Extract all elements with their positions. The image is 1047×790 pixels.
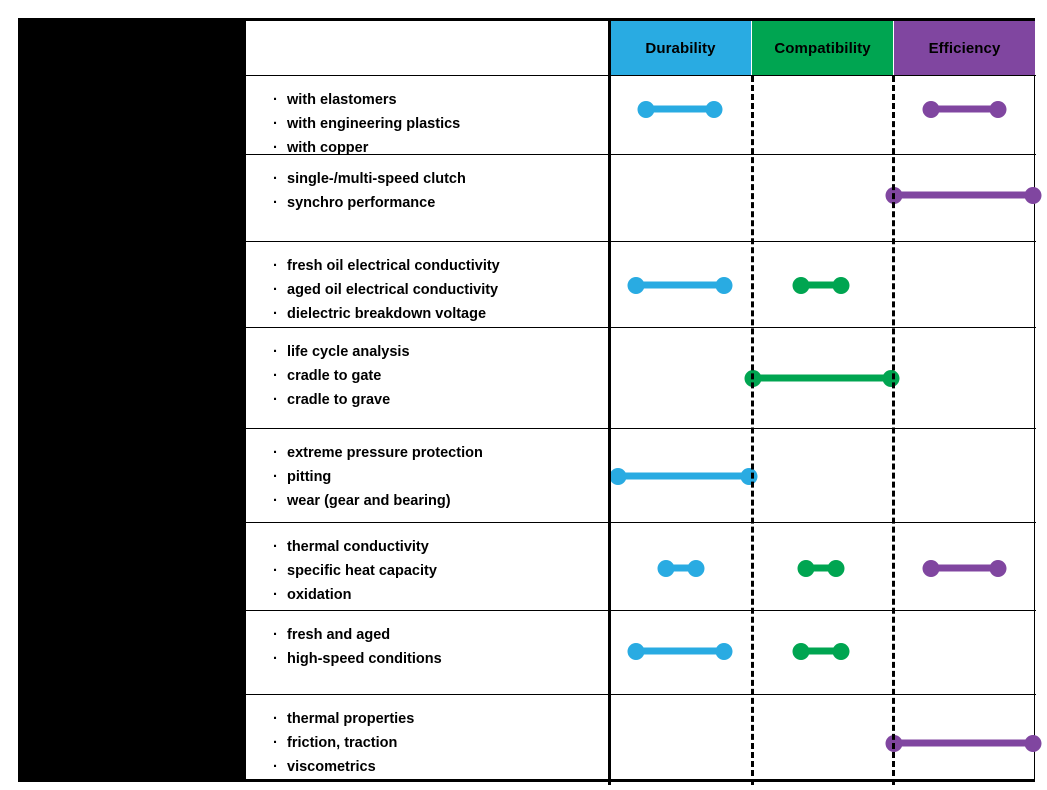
column-header-compatibility[interactable]: Compatibility	[752, 21, 893, 75]
requirements-matrix-table: Durability Compatibility Efficiency with…	[245, 18, 1042, 785]
range-marker-endpoint-right	[1024, 734, 1042, 752]
column-divider-1	[751, 76, 754, 785]
column-divider-2	[892, 76, 895, 785]
table-row: fresh oil electrical conductivityaged oi…	[246, 242, 1036, 328]
row-label-cell: fresh and agedhigh-speed conditions	[246, 611, 608, 694]
row-plot-area	[609, 429, 1036, 522]
column-header-durability[interactable]: Durability	[610, 21, 751, 75]
range-marker-endpoint-left	[792, 642, 810, 660]
row-bullet-item: wear (gear and bearing)	[273, 489, 608, 513]
range-marker-endpoint-left	[792, 276, 810, 294]
range-marker	[922, 100, 1007, 118]
range-marker	[885, 734, 1042, 752]
range-marker	[744, 369, 900, 387]
table-row: thermal propertiesfriction, tractionvisc…	[246, 695, 1042, 785]
range-marker	[792, 276, 850, 294]
range-marker-endpoint-right	[827, 559, 845, 577]
row-plot-area	[609, 611, 1036, 694]
table-row: extreme pressure protectionpittingwear (…	[246, 429, 1036, 523]
row-bullet-item: fresh oil electrical conductivity	[273, 254, 608, 278]
row-bullet-item: with engineering plastics	[273, 112, 608, 136]
range-marker	[627, 276, 733, 294]
row-plot-area	[609, 695, 1042, 785]
redaction-block	[18, 18, 245, 782]
row-label-cell: thermal conductivityspecific heat capaci…	[246, 523, 608, 610]
header-label-cell	[246, 21, 609, 75]
range-marker	[609, 467, 758, 485]
row-label-cell: fresh oil electrical conductivityaged oi…	[246, 242, 608, 327]
range-marker-endpoint-right	[715, 642, 733, 660]
row-bullet-item: single-/multi-speed clutch	[273, 167, 608, 191]
range-marker-endpoint-right	[687, 559, 705, 577]
row-bullet-item: oxidation	[273, 583, 608, 607]
range-marker	[885, 186, 1042, 204]
range-marker	[657, 559, 705, 577]
row-bullet-item: thermal conductivity	[273, 535, 608, 559]
row-bullet-item: viscometrics	[273, 755, 608, 779]
row-bullet-item: extreme pressure protection	[273, 441, 608, 465]
column-header-durability-label: Durability	[645, 39, 716, 57]
row-plot-area	[609, 328, 1036, 428]
table-row: with elastomerswith engineering plastics…	[246, 76, 1036, 156]
range-marker-endpoint-right	[740, 467, 758, 485]
table-row: fresh and agedhigh-speed conditions	[246, 611, 1036, 695]
range-marker	[637, 100, 723, 118]
row-bullet-item: cradle to grave	[273, 388, 608, 412]
row-label-cell: with elastomerswith engineering plastics…	[246, 76, 608, 156]
range-marker-endpoint-right	[832, 276, 850, 294]
range-marker-endpoint-right	[1024, 186, 1042, 204]
range-marker-endpoint-left	[797, 559, 815, 577]
range-marker-endpoint-left	[922, 559, 940, 577]
row-plot-area	[609, 76, 1036, 154]
row-bullet-item: synchro performance	[273, 191, 608, 215]
table-row: thermal conductivityspecific heat capaci…	[246, 523, 1036, 611]
row-bullet-item: fresh and aged	[273, 623, 608, 647]
row-bullet-item: friction, traction	[273, 731, 608, 755]
range-marker	[797, 559, 845, 577]
range-marker-endpoint-right	[705, 100, 723, 118]
row-bullet-item: specific heat capacity	[273, 559, 608, 583]
range-marker-endpoint-left	[627, 642, 645, 660]
table-row: life cycle analysiscradle to gatecradle …	[246, 328, 1036, 429]
range-marker-endpoint-left	[609, 467, 627, 485]
row-bullet-item: pitting	[273, 465, 608, 489]
range-marker-endpoint-right	[882, 369, 900, 387]
row-bullet-item: high-speed conditions	[273, 647, 608, 671]
range-marker	[792, 642, 850, 660]
range-marker-endpoint-left	[922, 100, 940, 118]
range-marker-endpoint-left	[637, 100, 655, 118]
row-bullet-item: life cycle analysis	[273, 340, 608, 364]
column-header-efficiency-label: Efficiency	[928, 39, 1001, 57]
range-marker-endpoint-right	[715, 276, 733, 294]
table-header-row: Durability Compatibility Efficiency	[246, 21, 1036, 76]
row-label-cell: thermal propertiesfriction, tractionvisc…	[246, 695, 608, 785]
row-label-cell: life cycle analysiscradle to gatecradle …	[246, 328, 608, 428]
row-label-cell: extreme pressure protectionpittingwear (…	[246, 429, 608, 522]
range-marker-endpoint-left	[627, 276, 645, 294]
range-marker	[627, 642, 733, 660]
range-marker-endpoint-right	[832, 642, 850, 660]
row-bullet-item: dielectric breakdown voltage	[273, 302, 608, 326]
row-bullet-item: with elastomers	[273, 88, 608, 112]
range-marker	[922, 559, 1007, 577]
row-bullet-item: with copper	[273, 136, 608, 160]
column-header-efficiency[interactable]: Efficiency	[894, 21, 1035, 75]
label-plot-divider	[608, 21, 611, 785]
range-marker-endpoint-right	[989, 559, 1007, 577]
column-header-compatibility-label: Compatibility	[774, 39, 871, 57]
row-bullet-item: aged oil electrical conductivity	[273, 278, 608, 302]
row-label-cell: single-/multi-speed clutchsynchro perfor…	[246, 155, 608, 241]
row-bullet-item: thermal properties	[273, 707, 608, 731]
row-plot-area	[609, 523, 1036, 610]
row-bullet-item: cradle to gate	[273, 364, 608, 388]
range-marker-endpoint-left	[657, 559, 675, 577]
table-row: single-/multi-speed clutchsynchro perfor…	[246, 155, 1042, 242]
row-plot-area	[609, 242, 1036, 327]
row-plot-area	[609, 155, 1042, 241]
range-marker-endpoint-right	[989, 100, 1007, 118]
